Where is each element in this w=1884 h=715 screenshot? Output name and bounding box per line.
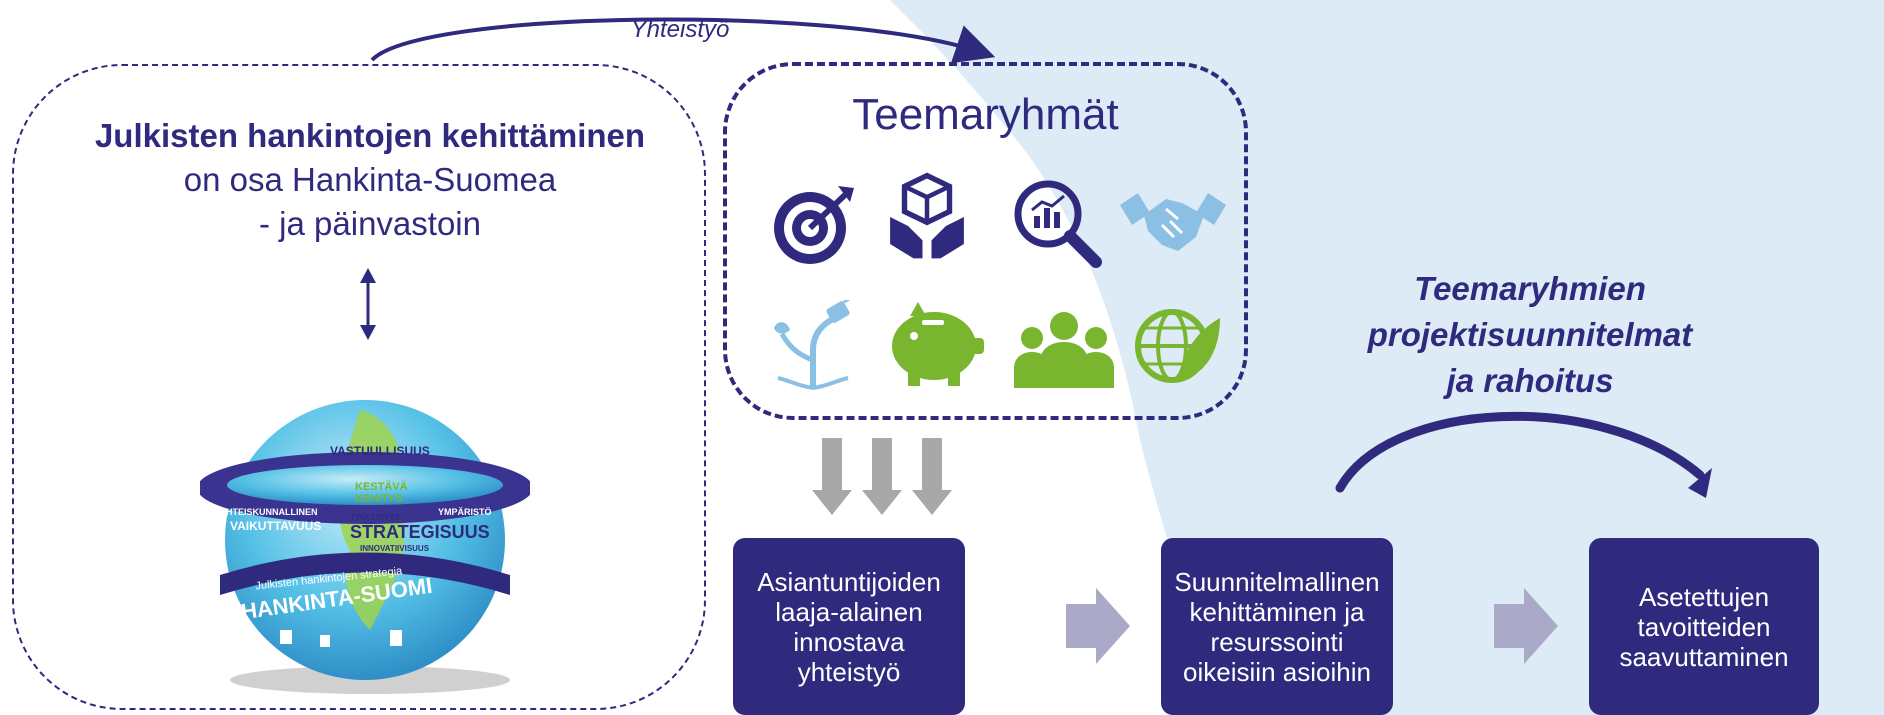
process-box-2-line3: resurssointi [1210, 626, 1344, 657]
julkiset-hankinnat-panel [12, 64, 706, 710]
green-globe-icon [1135, 309, 1220, 383]
svg-text:KEHITYS: KEHITYS [355, 493, 403, 505]
left-panel-line3: - ja päinvastoin [259, 205, 481, 242]
hankinta-suomi-globe: VASTUULLISUUS KESTÄVÄ KEHITYS YHTEISKUNN… [200, 400, 530, 694]
svg-text:KESTÄVÄ: KESTÄVÄ [355, 480, 408, 493]
svg-text:VAIKUTTAVUUS: VAIKUTTAVUUS [230, 519, 321, 533]
svg-text:INNOVATIIVISUUS: INNOVATIIVISUUS [360, 544, 430, 553]
people-group-icon [1014, 312, 1114, 388]
process-box-2-line1: Suunnitelmallinen [1174, 566, 1380, 597]
svg-text:YMPÄRISTÖ: YMPÄRISTÖ [438, 507, 492, 517]
process-box-1-line3: innostava yhteistyö [793, 626, 905, 687]
cooperation-label: Yhteistyö [630, 16, 730, 43]
left-panel-title: Julkisten hankintojen kehittäminen [94, 117, 646, 154]
process-box-1-line2: laaja-alainen [775, 596, 923, 627]
process-box-1-line1: Asiantuntijoiden [757, 566, 941, 597]
process-box-2-line4: oikeisiin asioihin [1183, 656, 1371, 687]
globe-word-vastuullisuus: VASTUULLISUUS [330, 444, 430, 458]
process-box-3-line3: saavuttaminen [1619, 641, 1789, 672]
process-box-2-line2: kehittäminen ja [1189, 596, 1365, 627]
svg-text:TYÖLLISYYS: TYÖLLISYYS [350, 513, 400, 522]
target-icon [774, 186, 854, 264]
right-panel-line3: ja rahoitus [1446, 362, 1614, 399]
handshake-icon [1120, 193, 1226, 251]
process-box-3-line1: Asetettujen [1638, 581, 1770, 612]
left-panel-text: Julkisten hankintojen kehittäminen on os… [40, 114, 700, 246]
right-panel-line2: projektisuunnitelmat [1367, 316, 1693, 353]
analytics-magnifier-icon [1014, 180, 1102, 268]
process-box-collaboration: Asiantuntijoiden laaja-alainen innostava… [733, 538, 965, 715]
teemaryhmat-title: Teemaryhmät [852, 90, 1119, 139]
process-box-planning: Suunnitelmallinen kehittäminen ja resurs… [1161, 538, 1393, 715]
svg-text:YHTEISKUNNALLINEN: YHTEISKUNNALLINEN [220, 507, 318, 517]
process-box-3-line2: tavoitteiden [1637, 611, 1771, 642]
process-box-goals: Asetettujen tavoitteiden saavuttaminen [1589, 538, 1819, 715]
left-panel-line2: on osa Hankinta-Suomea [183, 161, 557, 198]
teemaryhmat-panel [723, 62, 1248, 420]
plant-plug-icon [774, 300, 851, 390]
piggy-bank-icon [892, 302, 984, 386]
globe-word-strategisuus: STRATEGISUUS [350, 522, 490, 542]
right-panel-line1: Teemaryhmien [1414, 270, 1646, 307]
package-hands-icon [890, 172, 964, 259]
right-panel-text: Teemaryhmien projektisuunnitelmat ja rah… [1320, 266, 1740, 404]
